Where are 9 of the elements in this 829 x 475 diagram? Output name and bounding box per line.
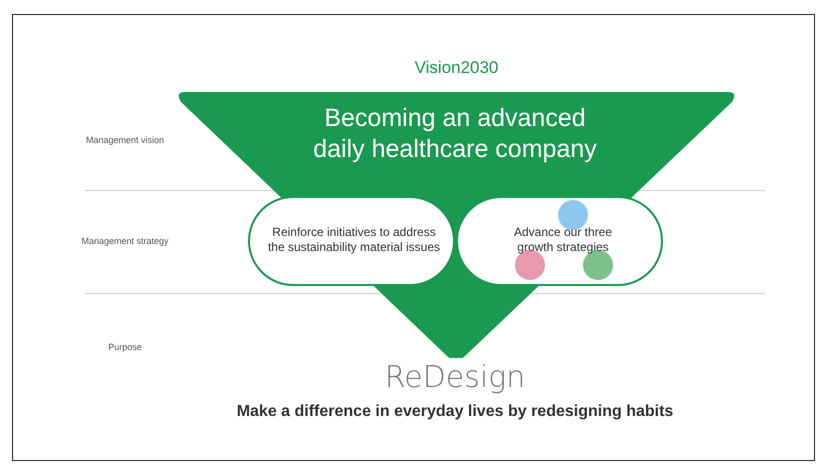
- purpose-heading: ReDesign: [384, 360, 526, 395]
- strategy-text: Reinforce initiatives to address the sustainability material issues: [266, 225, 442, 255]
- row-label: Purpose: [107, 342, 143, 352]
- row-label: Management strategy: [80, 236, 170, 246]
- row-label: Management vision: [84, 135, 166, 145]
- strategy-text: Advance our three growth strategies: [512, 225, 614, 255]
- vision-statement: Becoming an advanced daily healthcare company: [312, 103, 598, 165]
- purpose-statement: Make a difference in everyday lives by redesigning habits: [236, 403, 674, 421]
- vision-heading: Vision2030: [414, 58, 500, 78]
